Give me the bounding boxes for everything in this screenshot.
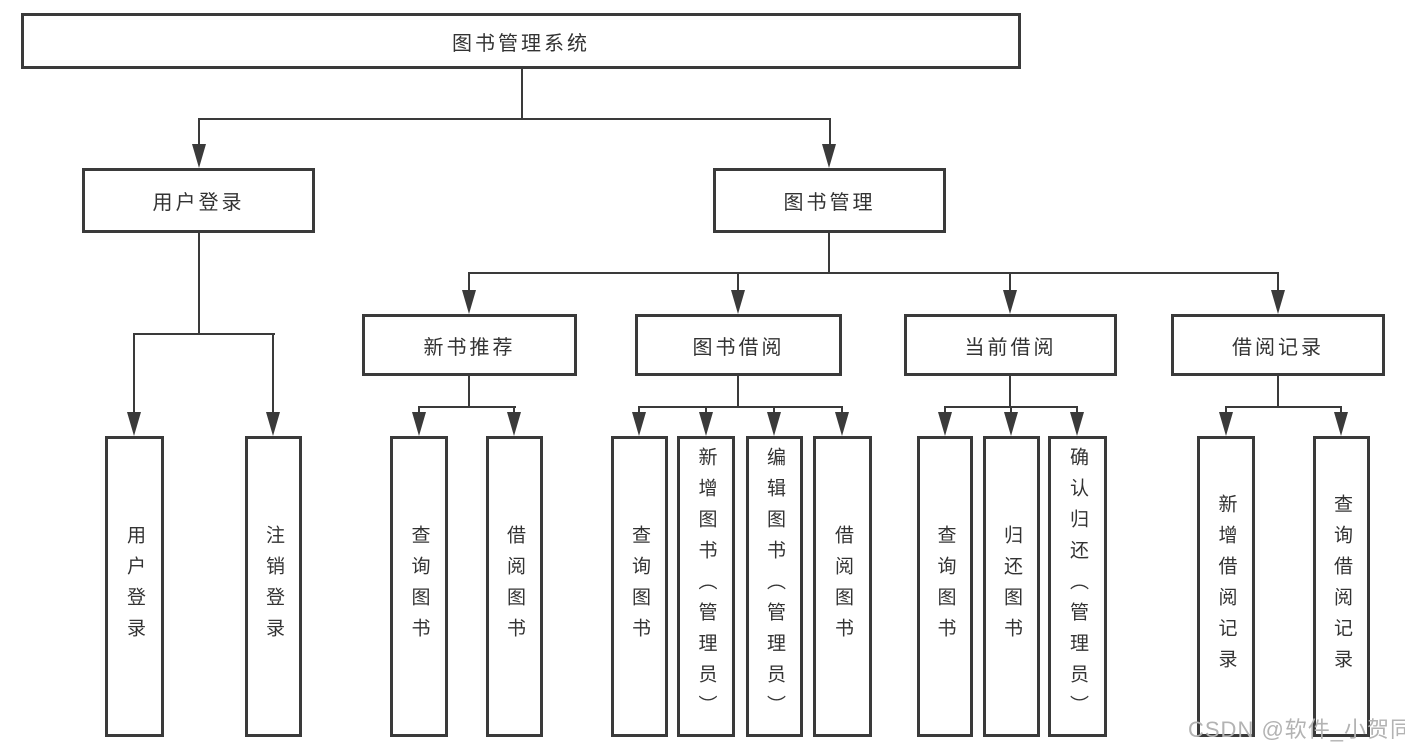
node-user-login: 用户登录 bbox=[82, 168, 315, 233]
connector-line bbox=[513, 406, 515, 414]
arrow-down-icon bbox=[822, 144, 836, 168]
csdn-watermark: CSDN @软件_小贺同学 bbox=[1188, 717, 1405, 742]
connector-line bbox=[468, 376, 470, 408]
connector-line bbox=[944, 406, 946, 414]
connector-line bbox=[1009, 272, 1011, 292]
arrow-down-icon bbox=[767, 412, 781, 436]
connector-line bbox=[418, 406, 420, 414]
connector-line bbox=[1340, 406, 1342, 414]
leaf-add-borrow-record: 新增借阅记录 bbox=[1197, 436, 1255, 737]
connector-line bbox=[198, 233, 200, 335]
connector-line bbox=[828, 233, 830, 274]
connector-line bbox=[133, 333, 275, 335]
node-borrow-records: 借阅记录 bbox=[1171, 314, 1385, 376]
arrow-down-icon bbox=[1271, 290, 1285, 314]
node-library-system: 图书管理系统 bbox=[21, 13, 1021, 69]
node-new-book-recommend: 新书推荐 bbox=[362, 314, 577, 376]
connector-line bbox=[638, 406, 640, 414]
leaf-edit-books-admin: 编辑图书（管理员） bbox=[746, 436, 803, 737]
connector-line bbox=[638, 406, 843, 408]
arrow-down-icon bbox=[731, 290, 745, 314]
arrow-down-icon bbox=[462, 290, 476, 314]
connector-line bbox=[705, 406, 707, 414]
connector-line bbox=[1076, 406, 1078, 414]
arrow-down-icon bbox=[1003, 290, 1017, 314]
arrow-down-icon bbox=[632, 412, 646, 436]
connector-line bbox=[521, 67, 523, 120]
arrow-down-icon bbox=[192, 144, 206, 168]
connector-line bbox=[198, 118, 831, 120]
leaf-logout: 注销登录 bbox=[245, 436, 302, 737]
node-book-borrowing: 图书借阅 bbox=[635, 314, 842, 376]
arrow-down-icon bbox=[412, 412, 426, 436]
leaf-return-books: 归还图书 bbox=[983, 436, 1040, 737]
arrow-down-icon bbox=[1070, 412, 1084, 436]
node-current-borrowing: 当前借阅 bbox=[904, 314, 1117, 376]
connector-line bbox=[468, 272, 1279, 274]
arrow-down-icon bbox=[699, 412, 713, 436]
arrow-down-icon bbox=[1004, 412, 1018, 436]
connector-line bbox=[773, 406, 775, 414]
leaf-user-login: 用户登录 bbox=[105, 436, 164, 737]
connector-line bbox=[1225, 406, 1227, 414]
arrow-down-icon bbox=[1334, 412, 1348, 436]
connector-line bbox=[272, 333, 274, 414]
connector-line bbox=[1010, 406, 1012, 414]
arrow-down-icon bbox=[938, 412, 952, 436]
node-book-management: 图书管理 bbox=[713, 168, 946, 233]
leaf-query-borrow-record: 查询借阅记录 bbox=[1313, 436, 1370, 737]
leaf-query-books-current: 查询图书 bbox=[917, 436, 973, 737]
connector-line bbox=[841, 406, 843, 414]
connector-line bbox=[1009, 376, 1011, 408]
connector-line bbox=[468, 272, 470, 292]
connector-line bbox=[737, 272, 739, 292]
arrow-down-icon bbox=[127, 412, 141, 436]
connector-line bbox=[133, 333, 135, 414]
connector-line bbox=[1277, 272, 1279, 292]
leaf-query-books-recommend: 查询图书 bbox=[390, 436, 448, 737]
leaf-confirm-return-admin: 确认归还（管理员） bbox=[1048, 436, 1107, 737]
leaf-query-books-borrowing: 查询图书 bbox=[611, 436, 668, 737]
connector-line bbox=[737, 376, 739, 408]
arrow-down-icon bbox=[507, 412, 521, 436]
connector-line bbox=[198, 118, 200, 146]
connector-line bbox=[1225, 406, 1342, 408]
connector-line bbox=[1277, 376, 1279, 408]
connector-line bbox=[418, 406, 516, 408]
leaf-add-books-admin: 新增图书（管理员） bbox=[677, 436, 735, 737]
arrow-down-icon bbox=[835, 412, 849, 436]
leaf-borrow-books-recommend: 借阅图书 bbox=[486, 436, 543, 737]
arrow-down-icon bbox=[1219, 412, 1233, 436]
leaf-borrow-books: 借阅图书 bbox=[813, 436, 872, 737]
arrow-down-icon bbox=[266, 412, 280, 436]
connector-line bbox=[829, 118, 831, 146]
